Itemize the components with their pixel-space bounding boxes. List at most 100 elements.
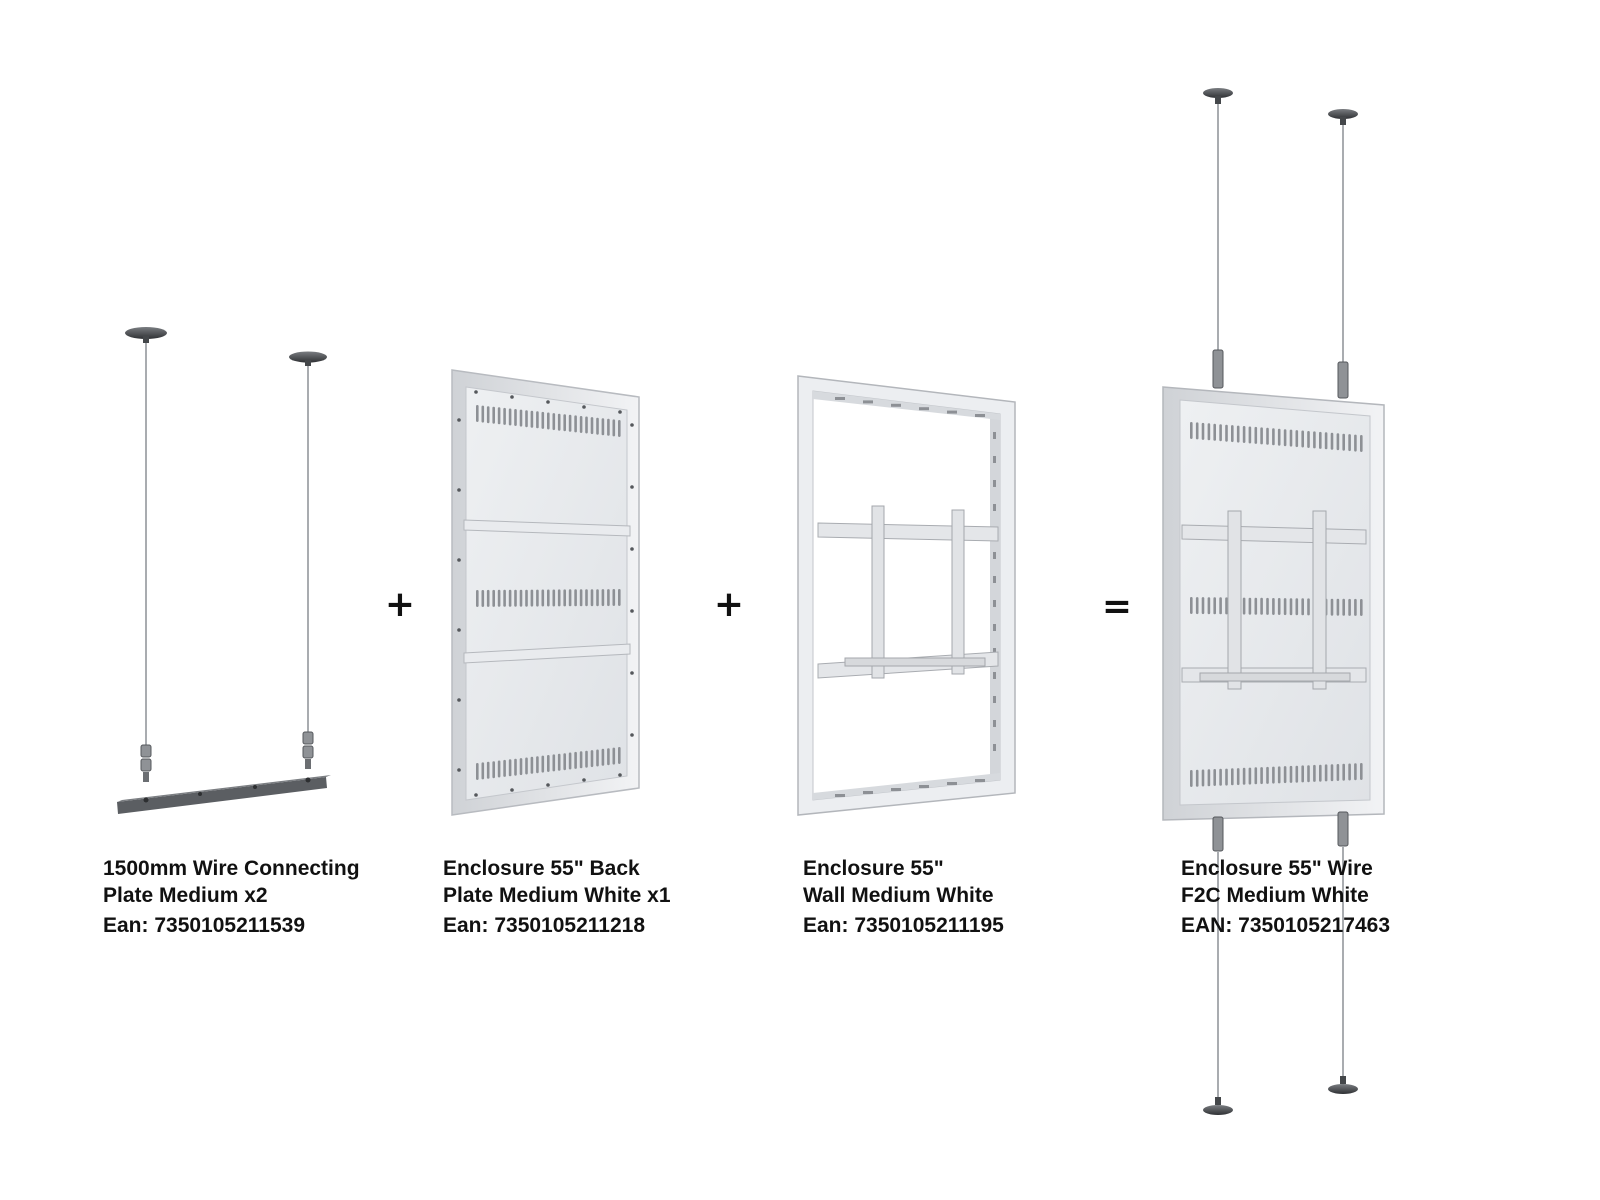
vent-slot [476,590,479,607]
vent-slot [607,748,610,766]
vent-slot [1190,422,1193,439]
vent-slot [1272,598,1275,615]
vent-slot [1225,424,1228,442]
vent-slot [1219,597,1222,615]
vent-slot [1236,425,1240,443]
vent-slot [508,589,512,607]
enclosure-wall-frame-illustration [797,375,1016,816]
frame-slot [919,785,929,788]
vent-slot [574,589,577,607]
vent-slot [1190,770,1193,787]
vent-slot [481,590,485,607]
vent-slot [612,589,616,606]
vent-slots-top [1190,422,1363,452]
screw-hole [457,558,461,562]
vent-slot [1319,431,1322,449]
vent-slot [1295,598,1299,616]
vent-slot [514,589,517,607]
frame-slot [993,576,996,583]
vent-slot [1207,769,1211,787]
wire-gripper-left [140,744,152,782]
vent-slot [547,589,550,607]
screw-hole [618,773,622,777]
vent-slot [601,748,605,766]
vent-slot [1342,763,1345,781]
vent-slot [530,410,534,428]
vent-slot [1242,597,1246,615]
product-caption-wall: Enclosure 55" Wall Medium White Ean: 735… [803,855,1004,939]
vent-slot [1242,767,1246,785]
vent-slot [1319,764,1322,782]
vent-slot [1219,768,1222,786]
vent-slot [486,761,490,779]
vent-slot [1254,426,1258,444]
vent-slot [1260,767,1263,785]
plus-operator-1: + [384,584,416,625]
frame-slot [975,414,985,417]
vent-slot [1301,765,1304,783]
screw-hole [510,395,514,399]
ceiling-anchor-right [1328,109,1358,125]
vent-slot [492,589,495,607]
vent-slot [525,410,528,428]
vent-slot [1236,768,1240,786]
vent-slot [519,409,523,427]
vent-slot [579,589,583,607]
vent-slot [1231,768,1234,786]
vent-slot [1313,764,1316,782]
vent-slot [1354,763,1357,781]
vent-slot [552,413,556,431]
wire-gripper-right [302,731,314,769]
screw-hole [630,423,634,427]
vent-slot [1266,597,1269,615]
vent-slot [481,762,485,780]
frame-slot [993,504,996,511]
vesa-bracket [817,505,999,679]
product-ean: EAN: 7350105217463 [1181,914,1390,937]
frame-slot [947,410,957,414]
vesa-bracket [1181,510,1367,690]
vent-slot [1219,424,1222,442]
vent-slot [530,756,534,774]
vent-slot [557,753,561,771]
vent-slots-bottom [476,747,621,780]
vent-slot [596,417,599,435]
ceiling-anchor-right [289,351,327,366]
vent-slot [497,760,501,778]
vent-slot [1289,598,1293,616]
vent-slot [568,752,572,770]
vent-slot [585,589,588,607]
vent-slot [607,418,610,436]
screw-hole [457,768,461,772]
vent-slot [618,747,621,764]
frame-slot [891,788,901,791]
vent-slot [1354,434,1357,452]
vent-slot [1301,430,1304,448]
vent-slot [1277,428,1281,446]
vent-slot [541,755,545,773]
vent-slot [601,589,605,607]
frame-slot [975,779,985,782]
vent-slot [547,412,550,430]
vent-slot [1313,431,1316,449]
vent-slot [508,759,512,777]
vent-slot [574,415,577,433]
vent-slot [1289,765,1293,783]
vent-slot [492,761,495,779]
vent-slot [1330,598,1334,616]
vent-slot [1213,597,1216,615]
floor-anchor-right [1328,1076,1358,1094]
vent-slot [503,407,506,425]
vent-slot [519,589,523,607]
frame-slot [891,403,901,407]
vent-slot [1283,598,1287,616]
vent-slot [1354,598,1357,616]
screw-hole [546,400,550,404]
vent-slot [1307,431,1310,448]
screw-hole [630,485,634,489]
vent-slot [1248,597,1252,615]
vent-slot [1348,763,1351,781]
vent-slot [612,419,616,437]
vent-slot [1260,597,1263,615]
